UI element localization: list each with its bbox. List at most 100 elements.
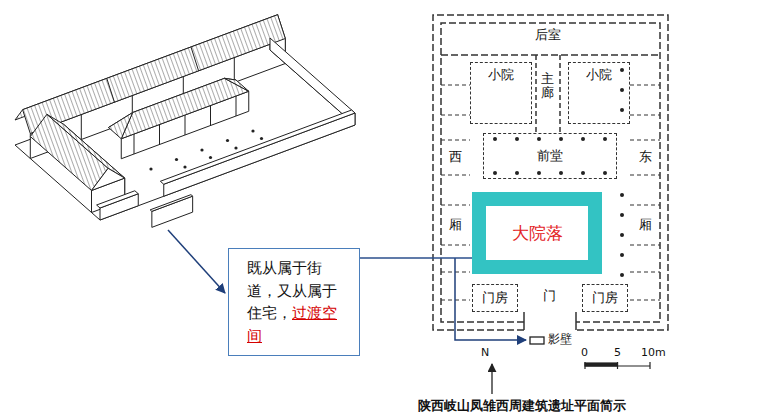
drawing-part: [559, 171, 563, 175]
wing-label: 西: [449, 150, 462, 165]
drawing-part: [30, 114, 108, 190]
drawing-part: [191, 47, 199, 71]
main-courtyard: 大院落: [472, 192, 602, 274]
box-label: 前堂: [537, 148, 563, 164]
drawing-part: [109, 113, 133, 139]
drawing-part: [441, 84, 470, 85]
drawing-part: [515, 171, 519, 175]
drawing-part: [441, 174, 470, 175]
drawing-part: [226, 139, 229, 142]
box-label: 大院落: [512, 222, 563, 245]
drawing-part: [537, 171, 541, 175]
drawing-part: [493, 137, 497, 141]
drawing-part: [523, 312, 525, 330]
scale-number: 10m: [641, 347, 666, 360]
drawing-part: [185, 115, 186, 135]
box-label: 门房: [482, 290, 508, 306]
drawing-part: [225, 78, 249, 91]
drawing-part: [530, 337, 544, 344]
box-label: 门房: [592, 290, 618, 306]
drawing-part: [575, 312, 577, 330]
drawing-part: [47, 114, 125, 178]
drawing-part: [620, 253, 624, 257]
drawing-part: [649, 362, 650, 369]
drawing-part: [149, 167, 152, 170]
drawing-part: [603, 171, 607, 175]
drawing-part: [121, 78, 249, 138]
drawing-part: [441, 85, 660, 300]
drawing-part: [81, 115, 82, 140]
drawing-part: [581, 137, 585, 141]
drawing-part: [585, 363, 618, 366]
screen-wall-label: 影壁: [548, 333, 572, 347]
drawing-part: [620, 88, 624, 92]
drawing-part: [441, 54, 660, 56]
drawing-part: [620, 233, 624, 237]
room-label: 后室: [535, 28, 561, 43]
drawing-part: [620, 213, 624, 217]
north-label: N: [481, 347, 489, 360]
drawing-part: [630, 174, 660, 175]
drawing-part: [164, 113, 355, 196]
callout-box: 既从属于街道，又从属于住宅，过渡空间: [228, 248, 360, 356]
scale-number: 5: [614, 347, 621, 360]
drawing-part: [535, 55, 537, 132]
box-label: 小院: [569, 67, 629, 83]
drawing-part: [581, 171, 585, 175]
drawing-part: [630, 244, 660, 245]
north-arrow: [491, 364, 492, 394]
drawing-part: [493, 171, 497, 175]
box-label: 小院: [471, 67, 531, 83]
drawing-part: [441, 204, 470, 205]
drawing-part: [97, 191, 139, 208]
drawing-part: [620, 108, 624, 112]
drawing-part: [630, 271, 660, 272]
drawing-part: [620, 273, 624, 277]
gate-room: 门房: [472, 284, 518, 312]
drawing-part: [260, 137, 263, 140]
courtyard-room: 小院: [470, 62, 532, 124]
drawing-part: [92, 168, 125, 190]
drawing-part: [210, 106, 211, 126]
drawing-part: [107, 78, 115, 102]
drawing-part: [559, 137, 563, 141]
hall-room: 前堂: [483, 133, 617, 179]
figure-caption: 陕西岐山凤雏西周建筑遗址平面简示: [418, 398, 626, 415]
scale-bar: [585, 362, 650, 369]
connector-line: [360, 257, 472, 259]
drawing-part: [441, 23, 660, 322]
pointer-arrow: [168, 230, 225, 293]
drawing-part: [270, 38, 355, 125]
drawing-part: [630, 139, 660, 140]
drawing-part: [617, 362, 618, 369]
floor-plan: [433, 15, 668, 344]
drawing-part: [537, 137, 541, 141]
corridor-label: 主廊: [541, 72, 554, 101]
drawing-part: [515, 137, 519, 141]
drawing-part: [236, 96, 237, 116]
drawing-part: [159, 125, 160, 145]
drawing-part: [584, 362, 585, 369]
drawing-part: [620, 193, 624, 197]
drawing-part: [234, 146, 237, 149]
drawing-part: [441, 244, 470, 245]
drawing-part: [559, 55, 561, 132]
drawing-part: [160, 110, 355, 184]
drawing-part: [441, 114, 470, 115]
drawing-part: [441, 139, 470, 140]
drawing-part: [630, 204, 660, 205]
drawing-part: [251, 129, 254, 132]
drawing-part: [150, 195, 193, 212]
drawing-part: [603, 137, 607, 141]
drawing-part: [152, 196, 193, 227]
drawing-part: [175, 158, 178, 161]
drawing-part: [630, 84, 660, 85]
scale-number: 0: [581, 347, 588, 360]
drawing-part: [433, 15, 668, 330]
drawing-part: [630, 299, 660, 300]
gate-room: 门房: [582, 284, 628, 312]
drawing-part: [183, 165, 186, 168]
drawing-part: [209, 156, 212, 159]
wing-label: 东: [639, 150, 652, 165]
